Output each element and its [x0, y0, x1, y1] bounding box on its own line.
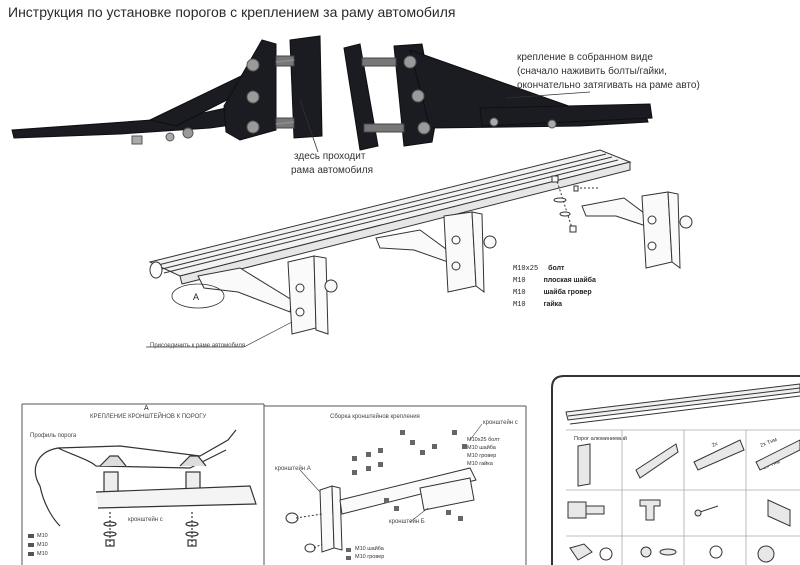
drawing-callout-a-label: A: [193, 292, 199, 302]
panel-b-legend-bottom: M10 шайба M10 гровер: [355, 545, 384, 561]
panel-a-heading: КРЕПЛЕНИЕ КРОНШТЕЙНОВ К ПОРОГУ: [90, 414, 207, 420]
panel-b-legend-item: M10 шайба: [467, 445, 496, 451]
hardware-item: M10 шайба гровер: [513, 289, 592, 297]
callout-attach-to-frame: Присоединить к раме автомобиля: [150, 343, 246, 349]
panel-b-legend-item: M10 шайба: [355, 546, 384, 552]
panel-b-leaders: [299, 423, 483, 523]
panel-b-legend-item: M10 гровер: [467, 453, 497, 459]
callout-assembled-line-1: крепление в собранном виде: [517, 52, 653, 63]
panel-b-frame: [264, 405, 527, 565]
callout-assembled-line-3: окончательно затягивать на раме авто): [517, 80, 700, 91]
hardware-legend: M10x25 болт M10 плоская шайба M10 шайба …: [513, 265, 596, 313]
drawing-callout-a: A: [146, 283, 293, 348]
panel-b-legend-item: M10 гровер: [355, 554, 385, 560]
photo-left-bracket: [11, 35, 323, 145]
panel-b-assembly: [285, 467, 477, 553]
panel-c-rail: [565, 383, 800, 425]
panel-a-legend-item: M10: [37, 542, 48, 548]
drawing-bracket-right: [581, 191, 693, 270]
panel-a-legend-item: M10: [37, 533, 48, 539]
panel-b-legend-item: M10 гайка: [467, 461, 493, 467]
hardware-item: M10 плоская шайба: [513, 277, 596, 285]
callout-assembled-line-2: (сначало наживить болты/гайки,: [517, 66, 667, 77]
panel-b-heading: Сборка кронштейнов крепления: [330, 414, 420, 420]
panel-c-part-label: Порог алюминиевый: [574, 436, 627, 442]
panel-a-step-profile: [34, 429, 257, 548]
panel-a-legend-icons: [28, 534, 34, 556]
panel-b-legend-item: M10x25 болт: [467, 437, 500, 443]
photo-right-bracket: [343, 43, 653, 151]
panel-c-frame: [551, 375, 800, 565]
panel-c-parts-grid: [566, 429, 800, 565]
drawing-bracket-middle: [375, 211, 497, 294]
panel-b-legend: M10x25 болт M10 шайба M10 гровер M10 гай…: [467, 436, 500, 468]
callout-frame-line-1: здесь проходит: [294, 151, 366, 162]
drawing-bracket-left: [197, 255, 338, 335]
panel-b-bracket-top: кронштейн с: [483, 420, 518, 426]
panel-b-exploded-hardware: [346, 430, 467, 560]
drawing-exploded-hardware: [551, 175, 600, 233]
panel-a-letter: A: [144, 405, 149, 412]
panel-b-bracket-a: кронштейн А: [275, 466, 311, 472]
hardware-item: M10x25 болт: [513, 265, 565, 273]
hardware-item: M10 гайка: [513, 301, 563, 309]
drawing-step-rail: [148, 149, 632, 285]
panel-a-legend-item: M10: [37, 551, 48, 557]
callout-frame-line-2: рама автомобиля: [291, 165, 374, 176]
panel-a-profile-label: Профиль порога: [30, 433, 77, 439]
page-title: Инструкция по установке порогов с крепле…: [8, 4, 456, 20]
panel-a-frame: [21, 403, 265, 565]
panel-a-bracket-label: кронштейн с: [128, 517, 163, 523]
panel-b-bracket-b: кронштейн Б: [389, 519, 425, 525]
panel-c-parts: [567, 439, 800, 563]
